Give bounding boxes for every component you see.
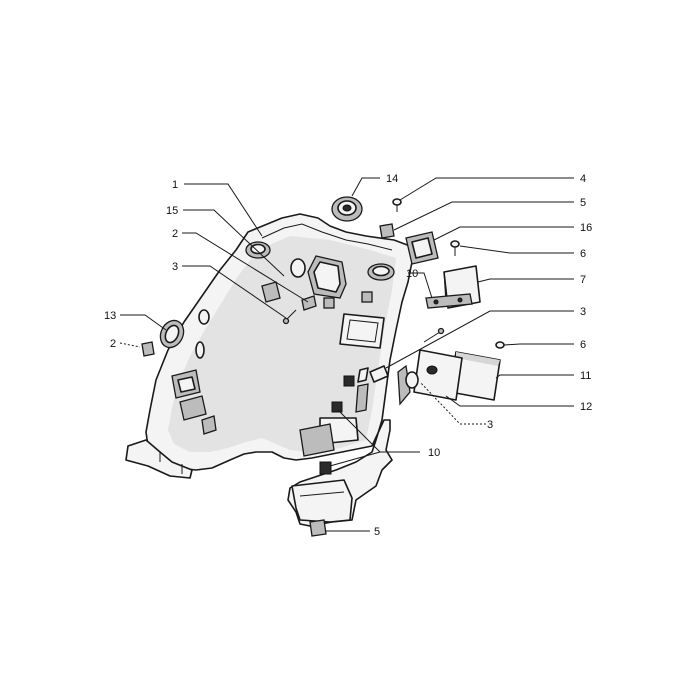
callout-12: 12 [580,401,592,413]
callout-3-upper: 3 [172,261,178,273]
clip-part-5-lower [309,519,327,537]
leader-lines [119,177,574,532]
callout-labels: 1 15 2 3 13 2 14 4 5 16 6 10 7 3 6 11 12… [104,173,592,538]
callout-3-lower: 3 [487,419,493,431]
clip-part-5-upper [379,223,395,239]
callout-5-upper: 5 [580,197,586,209]
callout-10-upper: 10 [406,268,418,280]
panel-part-12 [413,349,463,401]
grommet-part-13 [159,319,185,349]
callout-2-lower: 2 [110,338,116,350]
callout-10-lower: 10 [428,447,440,459]
callout-6-upper: 6 [580,248,586,260]
callout-2-upper: 2 [172,228,178,240]
bracket-part-10-upper [425,293,473,309]
callout-4: 4 [580,173,586,185]
leg-shield-panel [125,213,413,527]
clip-part-2-left [141,341,155,357]
callout-13: 13 [104,310,116,322]
callout-1: 1 [172,179,178,191]
callout-6-lower: 6 [580,339,586,351]
callout-11: 11 [580,370,591,382]
callout-15: 15 [166,205,178,217]
screw-part-4 [392,198,402,212]
callout-5-lower: 5 [374,526,380,538]
bracket-part-16 [405,231,439,265]
bolt-part-2-center [301,295,317,311]
callout-16: 16 [580,222,592,234]
screw-part-6-lower [495,341,505,349]
screw-part-3-left [282,309,297,325]
callout-3-right: 3 [580,306,586,318]
screw-part-3-right [423,327,445,343]
lock-assembly [369,364,438,406]
grommet-part-14 [331,196,363,222]
callout-14: 14 [386,173,398,185]
callout-7: 7 [580,274,586,286]
screw-part-6-upper [450,240,460,256]
